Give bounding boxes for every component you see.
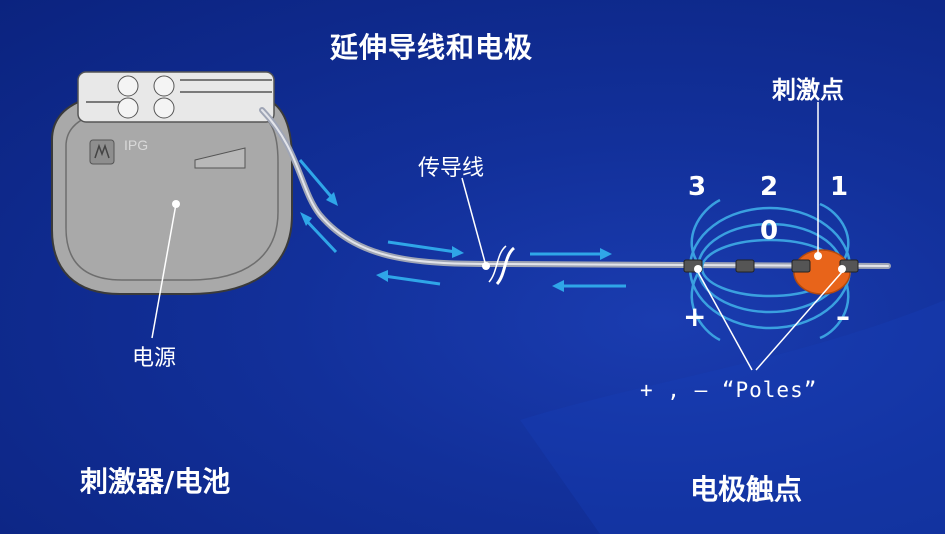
stimulation-point-label: 刺激点 — [772, 76, 844, 104]
stimulator-battery-label: 刺激器/电池 — [80, 465, 231, 498]
power-source-label: 电源 — [132, 346, 177, 371]
cathode-symbol: – — [836, 300, 850, 333]
poles-pointers — [697, 271, 843, 371]
contact-number-1: 1 — [830, 172, 849, 202]
lead-wire — [259, 107, 891, 286]
contact-number-3: 3 — [688, 172, 707, 202]
diagram-title: 延伸导线和电极 — [330, 31, 534, 64]
background-swoosh — [520, 300, 945, 534]
lead-wire-label: 传导线 — [418, 156, 485, 181]
poles-caption: + , – “Poles” — [640, 378, 818, 402]
serial-plate — [194, 147, 246, 169]
anode-symbol: + — [683, 300, 707, 333]
power-pointer — [151, 203, 177, 339]
ipg-badge-text: IPG — [124, 137, 149, 153]
electrode-contacts — [683, 259, 859, 273]
contact-number-2: 2 — [760, 172, 779, 202]
current-flow-arrows — [298, 159, 626, 292]
ipg-device — [51, 71, 293, 339]
contact-number-0: 0 — [760, 216, 779, 246]
electrode-contacts-label: 电极触点 — [690, 473, 803, 506]
